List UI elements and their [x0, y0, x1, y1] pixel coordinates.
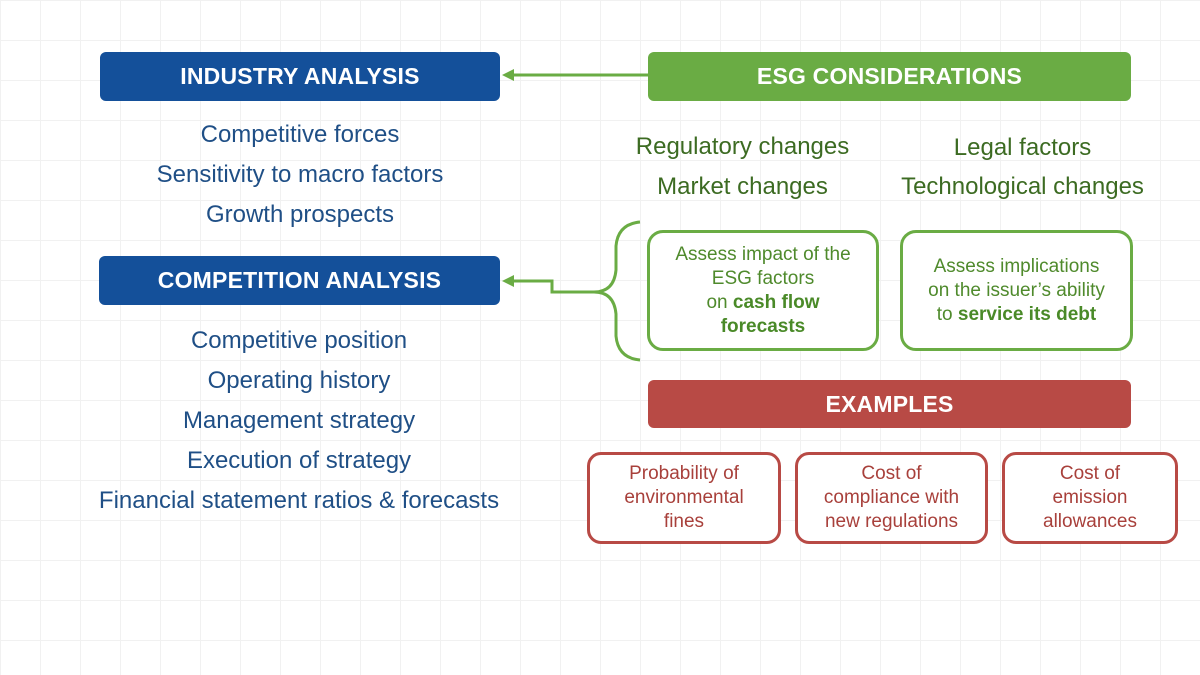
box-emphasis: forecasts [720, 315, 806, 337]
competition-analysis-list: Competitive position Operating history M… [60, 321, 538, 521]
box-line: fines [663, 511, 705, 532]
box-line: Probability of [629, 463, 739, 484]
arrow-brace-to-competition [512, 279, 594, 294]
example-box-allowances: Cost of emission allowances [1002, 452, 1178, 544]
list-item: Financial statement ratios & forecasts [98, 487, 500, 514]
esg-factor-regulatory: Regulatory changes [635, 133, 850, 160]
list-item: Sensitivity to macro factors [156, 161, 444, 188]
competition-analysis-header: COMPETITION ANALYSIS [99, 256, 500, 305]
competition-analysis-title: COMPETITION ANALYSIS [157, 267, 442, 293]
esg-factor-technological: Technological changes [901, 173, 1144, 200]
box-text: on [706, 291, 733, 313]
esg-factor-market: Market changes [657, 173, 828, 200]
box-line: ESG factors [711, 267, 815, 289]
box-line: new regulations [824, 511, 959, 532]
examples-header: EXAMPLES [648, 380, 1131, 428]
example-box-compliance: Cost of compliance with new regulations [795, 452, 988, 544]
box-emphasis: cash flow [732, 291, 820, 313]
arrowhead-competition [502, 275, 514, 287]
list-item: Competitive forces [200, 121, 400, 148]
box-line: Cost of [1059, 463, 1121, 484]
arrowhead-industry [502, 69, 514, 81]
box-line: Assess impact of the [675, 243, 851, 265]
box-line: on cash flow [675, 291, 850, 315]
example-box-fines: Probability of environmental fines [587, 452, 781, 544]
esg-considerations-header: ESG CONSIDERATIONS [648, 52, 1131, 101]
esg-factor-legal: Legal factors [953, 134, 1092, 161]
esg-considerations-title: ESG CONSIDERATIONS [756, 63, 1023, 89]
box-emphasis: service its debt [957, 303, 1097, 325]
box-line: Assess implications [933, 255, 1100, 277]
assess-debt-service-box: Assess implications on the issuer’s abil… [900, 230, 1133, 351]
box-line: environmental [624, 487, 744, 508]
list-item: Operating history [207, 367, 391, 394]
industry-analysis-header: INDUSTRY ANALYSIS [100, 52, 500, 101]
box-line: Cost of [861, 463, 922, 484]
examples-title: EXAMPLES [825, 390, 954, 417]
list-item: Competitive position [190, 327, 408, 354]
box-line: emission [1052, 487, 1128, 508]
box-line: forecasts [675, 315, 850, 339]
list-item: Growth prospects [205, 201, 395, 228]
box-line: to service its debt [928, 303, 1105, 327]
industry-analysis-list: Competitive forces Sensitivity to macro … [100, 115, 500, 235]
box-line: on the issuer’s ability [928, 279, 1105, 301]
box-text: to [936, 303, 958, 325]
list-item: Management strategy [182, 407, 416, 434]
curly-brace [593, 220, 641, 362]
box-line: allowances [1043, 511, 1137, 532]
box-line: compliance with [823, 487, 960, 508]
industry-analysis-title: INDUSTRY ANALYSIS [180, 63, 420, 89]
list-item: Execution of strategy [186, 447, 412, 474]
assess-cash-flow-box: Assess impact of the ESG factors on cash… [647, 230, 879, 351]
